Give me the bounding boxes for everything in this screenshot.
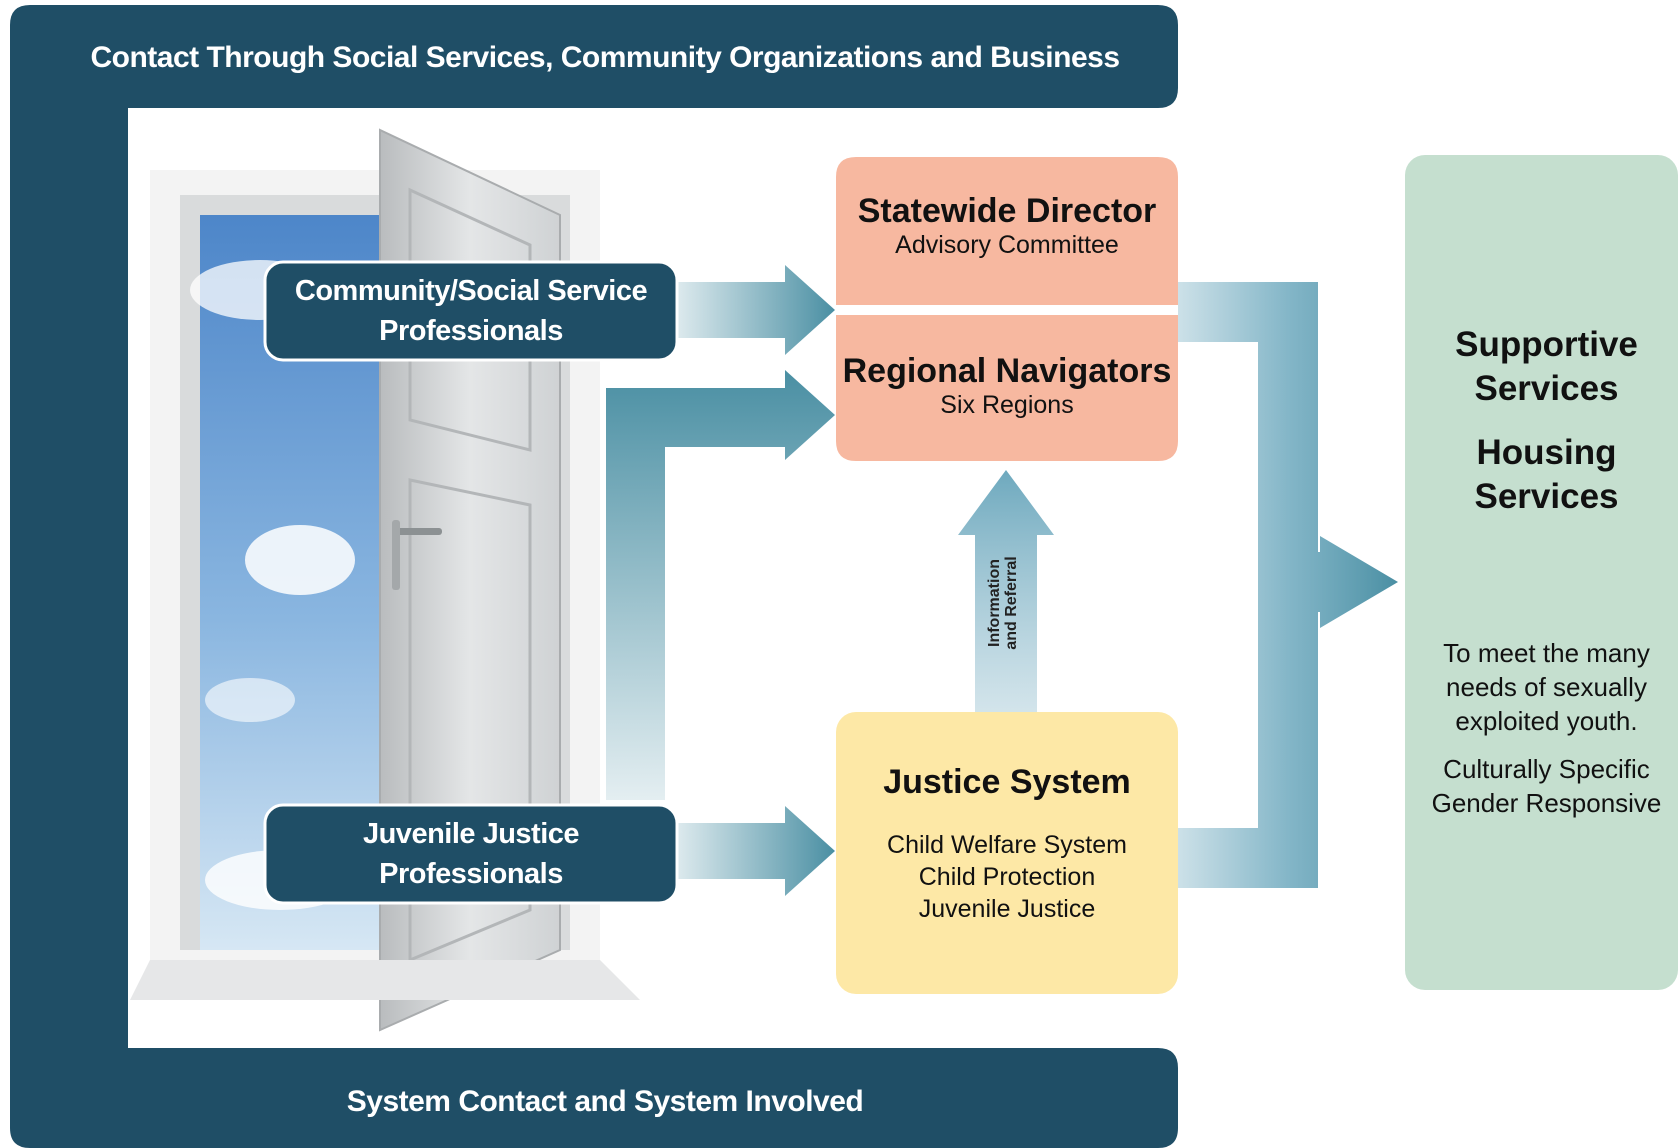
arrows bbox=[606, 265, 1054, 896]
director-title: Statewide Director bbox=[857, 192, 1157, 230]
juvenile-line1: Juvenile Justice bbox=[362, 818, 580, 850]
services-note-line2: Gender Responsive bbox=[1431, 788, 1662, 818]
community-pill bbox=[263, 260, 679, 362]
door-threshold bbox=[130, 960, 640, 1000]
cloud-3 bbox=[205, 678, 295, 722]
juvenile-professionals-label: Juvenile Justice Professionals bbox=[265, 814, 677, 894]
justice-title: Justice System bbox=[883, 763, 1131, 801]
frame-top-label: Contact Through Social Services, Communi… bbox=[90, 41, 1120, 74]
regional-label: Regional Navigators Six Regions bbox=[836, 352, 1178, 420]
services-bracket-arrow bbox=[1178, 282, 1398, 888]
door-inset-lower bbox=[408, 478, 532, 963]
arrow-referral bbox=[958, 470, 1054, 712]
community-professionals-label: Community/Social Service Professionals bbox=[265, 271, 677, 351]
door-handle bbox=[392, 528, 442, 535]
regional-title: Regional Navigators bbox=[842, 352, 1172, 390]
justice-item-child-welfare: Child Welfare System bbox=[887, 831, 1127, 859]
services-desc-line3: exploited youth. bbox=[1455, 706, 1638, 736]
supportive-services-line1: Supportive bbox=[1455, 325, 1638, 364]
justice-box bbox=[836, 712, 1178, 994]
supportive-services-line2: Services bbox=[1474, 369, 1619, 408]
justice-label: Justice System Child Welfare System Chil… bbox=[836, 763, 1178, 925]
juvenile-pill bbox=[263, 803, 679, 905]
boxes bbox=[263, 155, 1678, 994]
services-desc-line2: needs of sexually bbox=[1446, 672, 1647, 702]
referral-line1: Information bbox=[986, 559, 1003, 647]
housing-services-line1: Housing bbox=[1476, 433, 1617, 472]
director-label: Statewide Director Advisory Committee bbox=[836, 192, 1178, 260]
justice-item-child-protection: Child Protection bbox=[918, 863, 1096, 891]
juvenile-line2: Professionals bbox=[379, 858, 563, 890]
regional-subtitle: Six Regions bbox=[940, 391, 1074, 419]
regional-box bbox=[836, 315, 1178, 461]
director-subtitle: Advisory Committee bbox=[895, 231, 1119, 259]
cloud-2 bbox=[245, 525, 355, 595]
services-box bbox=[1405, 155, 1678, 990]
frame-shape bbox=[10, 5, 1178, 1148]
door-handle-plate bbox=[392, 520, 400, 590]
justice-item-juvenile-justice: Juvenile Justice bbox=[918, 895, 1096, 923]
arrow-community-to-navigators bbox=[650, 265, 835, 355]
referral-label: Information and Referral bbox=[986, 543, 1026, 663]
services-description: To meet the many needs of sexually explo… bbox=[1405, 636, 1678, 820]
referral-line2: and Referral bbox=[1003, 556, 1020, 650]
services-label: Supportive Services Housing Services bbox=[1405, 323, 1678, 519]
community-line1: Community/Social Service bbox=[294, 275, 648, 307]
services-note-line1: Culturally Specific bbox=[1443, 754, 1650, 784]
housing-services-line2: Services bbox=[1474, 477, 1619, 516]
arrow-juvenile-to-justice bbox=[650, 806, 835, 896]
frame-bottom-label: System Contact and System Involved bbox=[346, 1085, 864, 1118]
director-box bbox=[836, 157, 1178, 305]
services-desc-line1: To meet the many bbox=[1443, 638, 1650, 668]
community-line2: Professionals bbox=[379, 315, 563, 347]
frame bbox=[10, 5, 1178, 1148]
arrow-up-to-regional bbox=[606, 370, 835, 800]
